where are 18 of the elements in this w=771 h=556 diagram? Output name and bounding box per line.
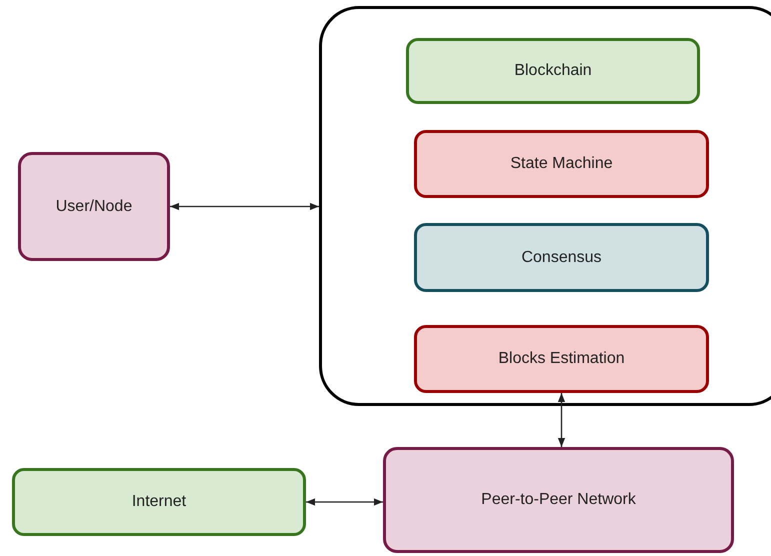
process-box <box>414 223 709 292</box>
process-box <box>18 152 170 261</box>
container-box <box>319 6 771 406</box>
node-label: Peer-to-Peer Network <box>481 491 636 509</box>
node-label: Consensus <box>521 248 602 266</box>
node-label: State Machine <box>510 155 613 173</box>
double-arrow <box>170 202 319 210</box>
node-label: Blockchain <box>514 62 592 80</box>
node-label: Internet <box>132 493 186 511</box>
process-box <box>383 447 734 553</box>
process-box <box>414 130 709 198</box>
process-box <box>12 468 306 536</box>
double-arrow <box>306 498 383 506</box>
node-label: Blocks Estimation <box>498 350 625 368</box>
process-box <box>414 325 709 393</box>
double-arrow <box>558 393 566 447</box>
node-label: User/Node <box>56 198 132 216</box>
process-box <box>406 38 700 104</box>
